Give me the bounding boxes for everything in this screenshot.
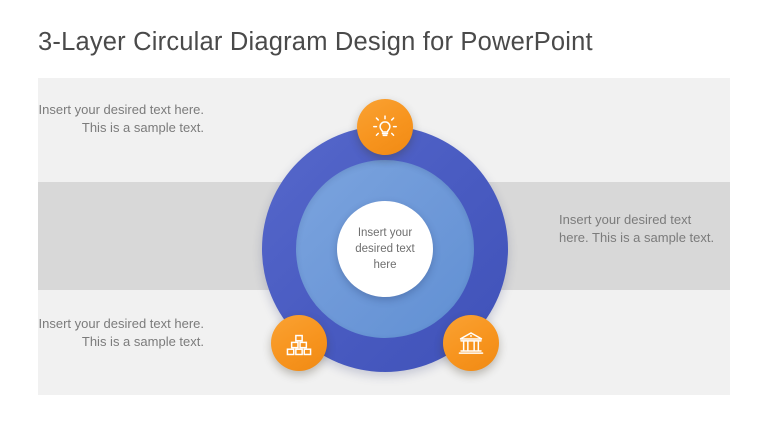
callout-text-top-left[interactable]: Insert your desired text here. This is a… — [38, 102, 204, 135]
node-bottom-right[interactable] — [443, 315, 499, 371]
callout-text-bottom-left[interactable]: Insert your desired text here. This is a… — [38, 316, 204, 349]
lightbulb-icon — [371, 113, 399, 141]
diagram-center-circle[interactable]: Insert your desired text here — [337, 201, 433, 297]
pyramid-blocks-icon — [285, 329, 313, 357]
node-top[interactable] — [357, 99, 413, 155]
diagram-center-label: Insert your desired text here — [355, 227, 415, 271]
bank-building-icon — [457, 329, 485, 357]
node-bottom-left[interactable] — [271, 315, 327, 371]
page-title: 3-Layer Circular Diagram Design for Powe… — [38, 28, 593, 56]
callout-text-right[interactable]: Insert your desired text here. This is a… — [559, 212, 715, 245]
